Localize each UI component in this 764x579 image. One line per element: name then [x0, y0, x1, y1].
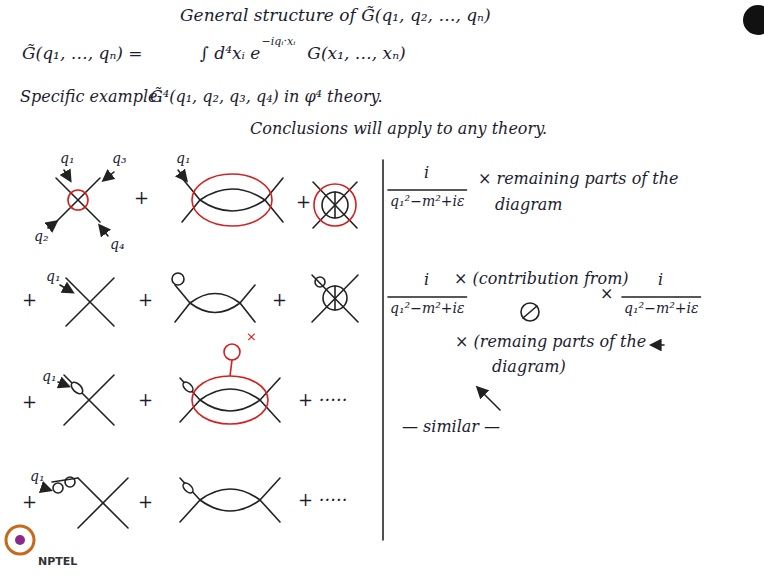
label: −iqᵢ·xᵢ [261, 36, 295, 49]
label: + [272, 290, 287, 311]
label: + ····· [298, 490, 347, 511]
corner-dot [743, 5, 764, 35]
label: — similar — [402, 418, 500, 436]
label: Conclusions will apply to any theory. [250, 120, 547, 138]
label: q₁ [30, 468, 45, 484]
label: G̃(q₁, …, qₙ) = [22, 44, 143, 64]
label: i [424, 164, 429, 182]
label: q₁ [46, 268, 61, 284]
label: G̃⁴(q₁, q₂, q₃, q₄) in φ⁴ theory. [150, 88, 383, 106]
label: + [134, 188, 149, 209]
label: + [22, 290, 37, 311]
label: + [296, 192, 311, 213]
label: i [658, 271, 663, 289]
label: diagram [495, 196, 563, 214]
label: + [22, 492, 37, 513]
label: q₁ [176, 150, 191, 166]
label: × [246, 330, 257, 345]
label: q₂ [34, 228, 49, 244]
label: ∫ d⁴xᵢ e [200, 44, 260, 64]
label: q₁²−m²+iε [390, 193, 465, 209]
label: + ····· [298, 390, 347, 411]
label: × (remaing parts of the [455, 333, 646, 351]
label: NPTEL [38, 556, 77, 569]
label: + [138, 390, 153, 411]
label: × remaining parts of the [478, 170, 679, 188]
title: General structure of G̃(q₁, q₂, …, qₙ) [180, 6, 491, 26]
label: + [138, 290, 153, 311]
nptel-logo [6, 526, 34, 554]
label: q₁²−m²+iε [390, 300, 465, 316]
label: × [600, 285, 613, 303]
label: q₄ [110, 236, 125, 252]
label: G(x₁, …, xₙ) [307, 44, 405, 64]
label: diagram) [492, 358, 566, 376]
label: + [22, 392, 37, 413]
label: i [424, 271, 429, 289]
label: q₁²−m²+iε [624, 300, 699, 316]
label: Specific example. [20, 88, 163, 106]
label: + [138, 492, 153, 513]
label: q₁ [42, 368, 57, 384]
label: q₃ [112, 150, 127, 166]
label: q₁ [60, 150, 75, 166]
